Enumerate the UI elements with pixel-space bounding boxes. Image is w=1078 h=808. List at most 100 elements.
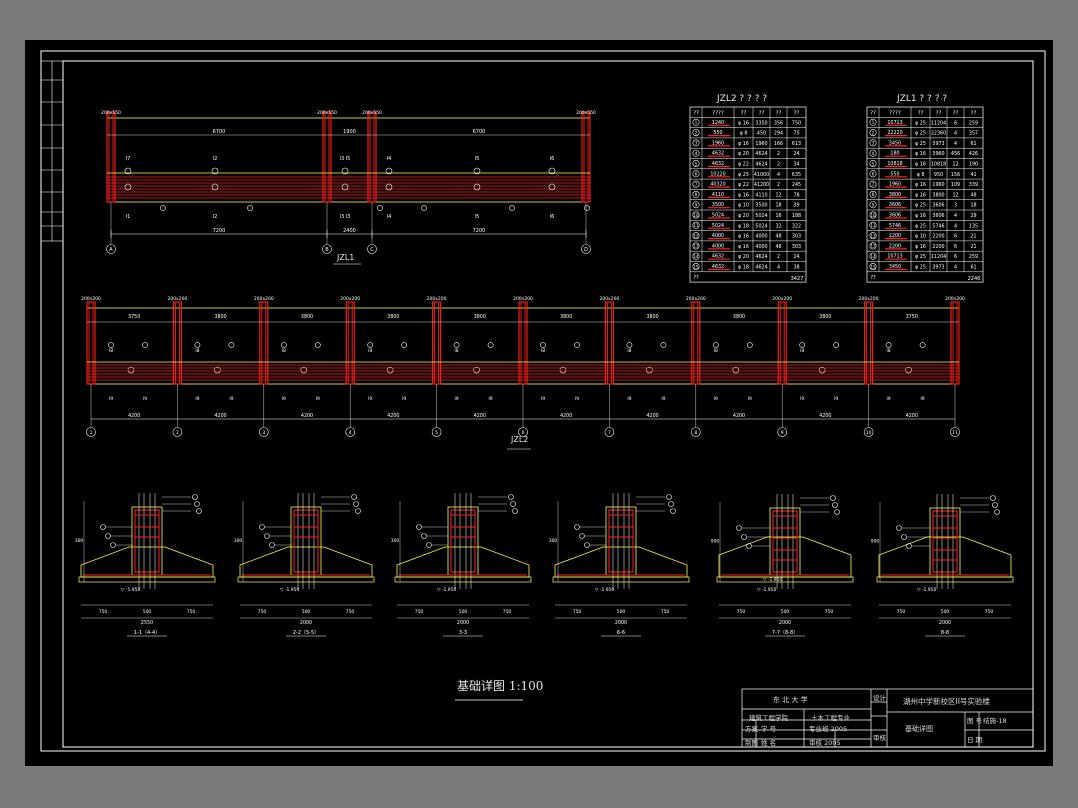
table-jzl2-cell: 2 xyxy=(777,182,780,188)
section-leader-circle xyxy=(670,508,676,514)
table-jzl1-cell: 3606 xyxy=(889,202,901,208)
table-jzl1-cell: φ 10 xyxy=(915,234,926,240)
section-dim: 500 xyxy=(302,609,311,615)
jzl1-ref-circle xyxy=(473,167,481,175)
table-jzl1-cell: 4 xyxy=(954,141,957,147)
table-jzl2-cell: 48 xyxy=(775,234,781,240)
section-leader-circle xyxy=(992,502,998,508)
table-jzl1-row-no: 7 xyxy=(872,182,875,187)
jzl1-bar-mark-lower: l5 xyxy=(475,214,480,220)
section-leader-circle xyxy=(426,542,432,548)
jzl2-ref-circle xyxy=(280,342,287,348)
table-jzl2-cell: 635 xyxy=(792,172,801,178)
table-jzl1-row-no-circle xyxy=(869,211,877,219)
section-leader-circle xyxy=(269,542,275,548)
jzl2-column xyxy=(518,301,528,385)
table-jzl1-cell: 10713 xyxy=(887,254,902,260)
binding-strip xyxy=(40,60,64,242)
jzl2-ref-circle xyxy=(712,342,719,348)
jzl2-axis-label: 8 xyxy=(694,430,697,436)
jzl2-bar-mark: l9 xyxy=(489,396,493,402)
table-jzl2-cell: 34 xyxy=(793,162,799,168)
table-jzl2-header: ?? xyxy=(741,111,747,117)
table-jzl2-header: ?? xyxy=(759,111,765,117)
table-jzl1-cell: 61 xyxy=(970,265,976,271)
table-jzl1-cell: 357 xyxy=(969,131,978,137)
section-column xyxy=(605,506,637,576)
table-jzl1-cell: 18 xyxy=(970,203,976,209)
jzl1-ref-circle xyxy=(124,167,132,175)
jzl2-axis-label: 5 xyxy=(435,430,438,436)
jzl2-bar-mark: l9 xyxy=(800,396,804,402)
table-jzl2-cell: 5024 xyxy=(712,223,724,229)
table-jzl2-row-no-circle xyxy=(692,129,700,137)
table-jzl2-cell: 1960 xyxy=(712,140,724,146)
tb-label-plan: 方案 xyxy=(745,725,758,733)
jzl2-column-note: 200x200 xyxy=(340,296,360,302)
table-jzl1-cell: φ 16 xyxy=(915,192,926,198)
jzl2-bar-mark: l8 xyxy=(282,348,286,354)
section-leader-circle xyxy=(196,508,202,514)
table-jzl2-cell: 4000 xyxy=(755,244,767,250)
table-jzl2-cell: 5024 xyxy=(712,213,724,219)
jzl1-bar-mark: l4 xyxy=(387,156,392,162)
tb-cell-c: 专业班 2005 xyxy=(809,725,848,733)
section-leader-circle xyxy=(896,525,902,531)
table-jzl1-cell: 426 xyxy=(969,151,978,157)
jzl2-column-note: 200x200 xyxy=(427,296,447,302)
jzl2-axis-label: 6 xyxy=(522,430,525,436)
section-dim: 750 xyxy=(985,609,994,615)
jzl1-column xyxy=(581,111,591,203)
table-jzl1-cell: φ 16 xyxy=(915,162,926,168)
section-leader-circle xyxy=(353,501,359,507)
table-jzl2-cell: φ 16 xyxy=(738,244,749,250)
section-stirrup xyxy=(608,509,634,573)
jzl2-axis-label: 1 xyxy=(90,430,93,436)
jzl2-axis-bubble xyxy=(431,427,442,437)
jzl1-span-dim: 7200 xyxy=(213,228,226,234)
section-bedding xyxy=(552,576,690,583)
jzl2-ref-circle xyxy=(228,342,235,348)
jzl2-column xyxy=(691,301,701,385)
jzl2-axis-label: 4 xyxy=(349,430,352,436)
table-jzl2-cell: 10220 xyxy=(710,171,725,177)
section-dim: 500 xyxy=(459,609,468,615)
jzl1-axis-bubble xyxy=(322,244,332,254)
section-column xyxy=(769,507,801,576)
section-leader-circle xyxy=(100,524,106,530)
section-label: 2-2（5-5） xyxy=(293,630,319,636)
section-stirrup xyxy=(772,510,798,573)
table-jzl1-cell: 3960 xyxy=(932,151,944,157)
section-bedding xyxy=(78,576,216,583)
table-jzl2-row-no-circle xyxy=(692,139,700,147)
table-jzl2-cell: 3350 xyxy=(755,120,767,126)
table-jzl2-row-no-circle xyxy=(692,149,700,157)
table-jzl1-header: ?? xyxy=(953,111,959,117)
jzl2-column-note: 200x200 xyxy=(513,296,533,302)
table-jzl1-cell: 22360 xyxy=(931,131,946,137)
section-dim: 750 xyxy=(661,609,670,615)
section-dim: 750 xyxy=(187,609,196,615)
jzl2-bar-mark: l9 xyxy=(402,396,406,402)
jzl1-bar-mark-lower: l2 xyxy=(213,214,218,220)
section-bedding xyxy=(394,576,532,583)
table-jzl2-cell: 5024 xyxy=(755,223,767,229)
section-bedding xyxy=(716,576,854,583)
jzl2-bar-mark: l8 xyxy=(627,348,631,354)
table-jzl1-cell: 1960 xyxy=(889,182,901,188)
table-jzl2-cell: φ 16 xyxy=(738,234,749,240)
table-jzl1-row-no: 1 xyxy=(872,120,875,125)
table-jzl1-row-no: 12 xyxy=(870,233,876,238)
table-jzl2-frame xyxy=(689,106,807,283)
table-jzl1-cell: φ 25 xyxy=(915,203,926,209)
jzl2-bar-mark: l8 xyxy=(455,348,459,354)
table-jzl2-cell: 4110 xyxy=(755,192,767,198)
jzl1-ref-circle xyxy=(247,205,253,211)
jzl2-span-dim: 4200 xyxy=(128,413,140,419)
table-jzl1-cell: 21 xyxy=(970,244,976,250)
section-leader-circle xyxy=(259,524,265,530)
jzl1-span-dim: 2400 xyxy=(343,228,356,234)
table-jzl1-cell: φ 25 xyxy=(915,131,926,137)
